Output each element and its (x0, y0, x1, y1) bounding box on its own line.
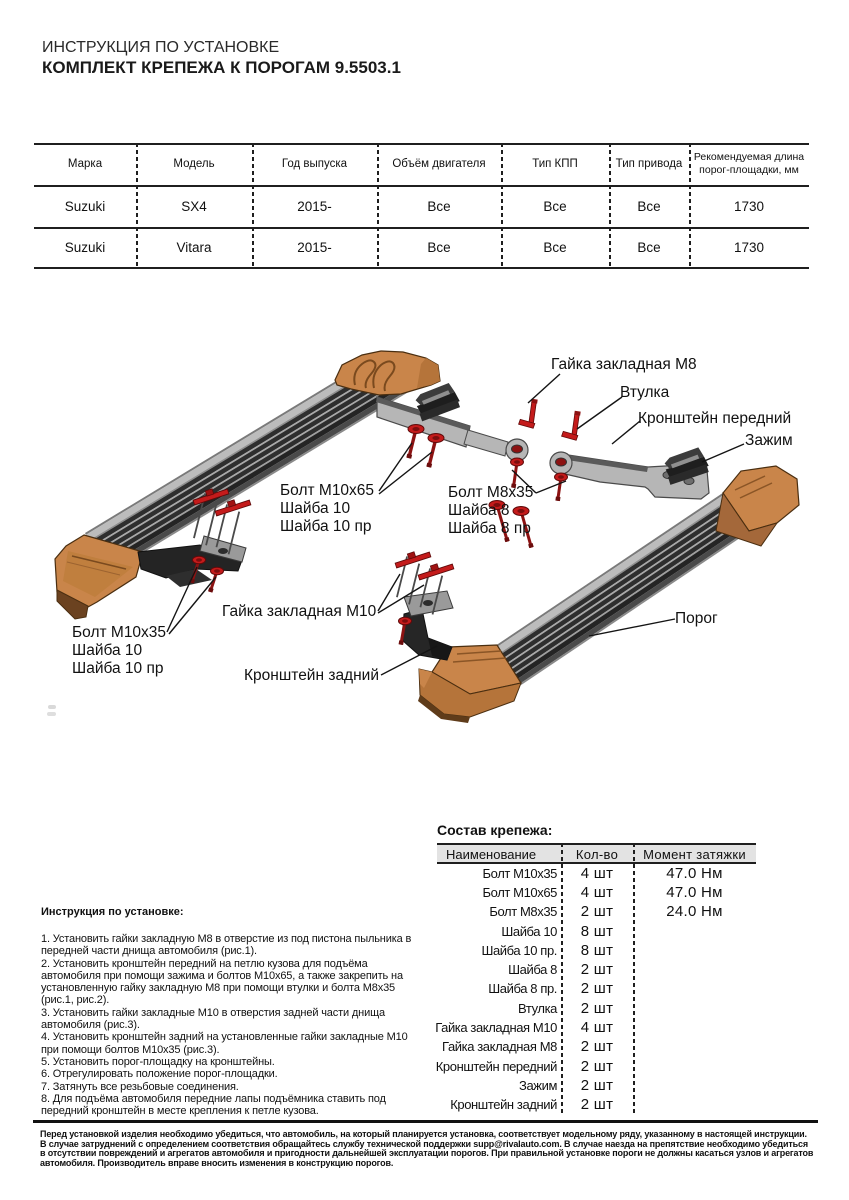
svg-text:Порог: Порог (675, 610, 718, 627)
svg-text:Кронштейн передний: Кронштейн передний (638, 410, 791, 427)
svg-text:Зажим: Зажим (745, 432, 793, 449)
svg-text:Кронштейн задний: Кронштейн задний (244, 667, 379, 684)
svg-text:Шайба 8 пр: Шайба 8 пр (448, 520, 531, 537)
svg-text:Шайба 8: Шайба 8 (448, 502, 510, 519)
svg-text:Болт М10х35: Болт М10х35 (72, 624, 166, 641)
svg-text:Шайба 10 пр: Шайба 10 пр (72, 660, 164, 677)
svg-text:Болт М10х65: Болт М10х65 (280, 482, 374, 499)
svg-text:Шайба 10 пр: Шайба 10 пр (280, 518, 372, 535)
svg-text:Втулка: Втулка (620, 384, 670, 401)
svg-text:Болт М8х35: Болт М8х35 (448, 484, 533, 501)
svg-text:Гайка закладная М10: Гайка закладная М10 (222, 603, 377, 620)
svg-text:Гайка закладная М8: Гайка закладная М8 (551, 356, 697, 373)
svg-text:Шайба 10: Шайба 10 (72, 642, 143, 659)
svg-text:Шайба 10: Шайба 10 (280, 500, 351, 517)
